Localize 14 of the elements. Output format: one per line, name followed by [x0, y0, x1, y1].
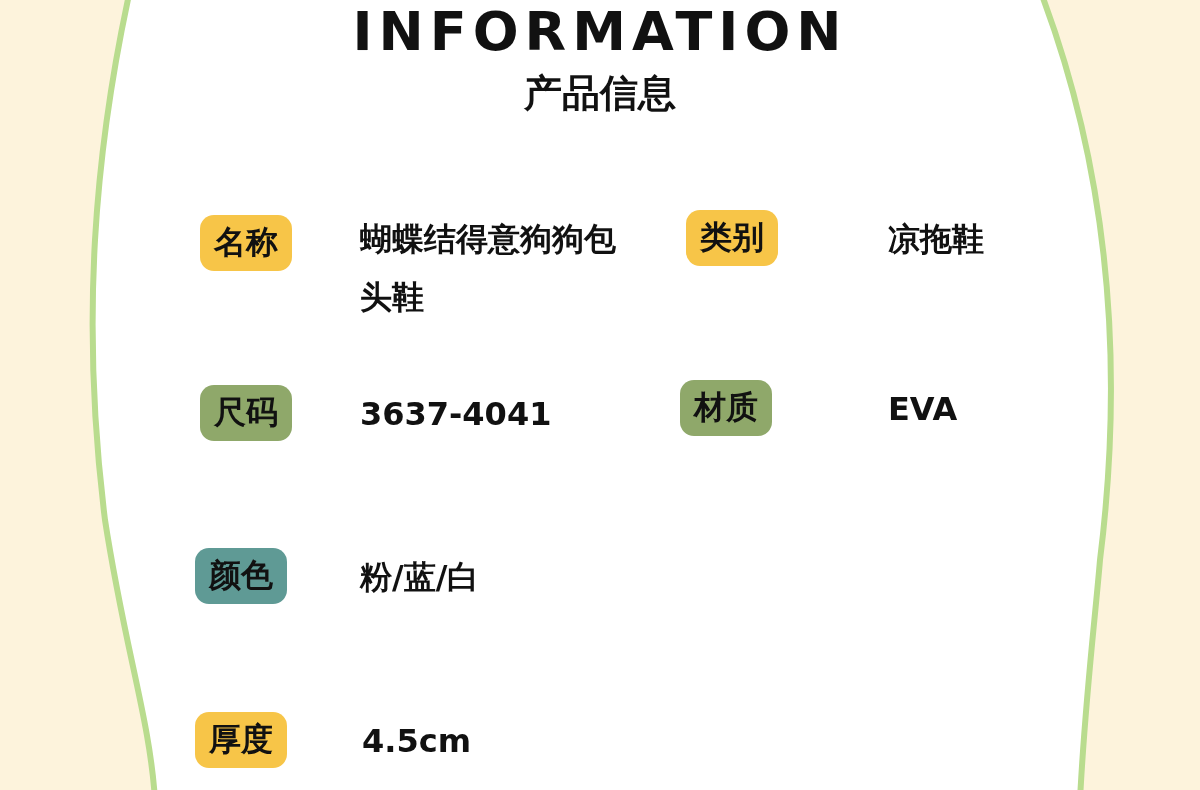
value-text: 凉拖鞋 [888, 219, 985, 260]
title: INFORMATION [351, 2, 849, 62]
value-text: 蝴蝶结得意狗狗包头鞋 [360, 219, 617, 318]
key-tag: 厚度 [195, 712, 287, 768]
subtitle: 产品信息 [523, 70, 677, 117]
key-tag: 颜色 [195, 548, 287, 604]
value-text: 3637-4041 [360, 394, 553, 435]
key-tag: 类别 [686, 210, 778, 266]
key-tag: 材质 [680, 380, 772, 436]
value-text: EVA [888, 389, 959, 430]
key-tag: 名称 [200, 215, 292, 271]
value-text: 粉/蓝/白 [360, 557, 481, 598]
key-tag: 尺码 [200, 385, 292, 441]
value-text: 4.5cm [362, 721, 472, 762]
